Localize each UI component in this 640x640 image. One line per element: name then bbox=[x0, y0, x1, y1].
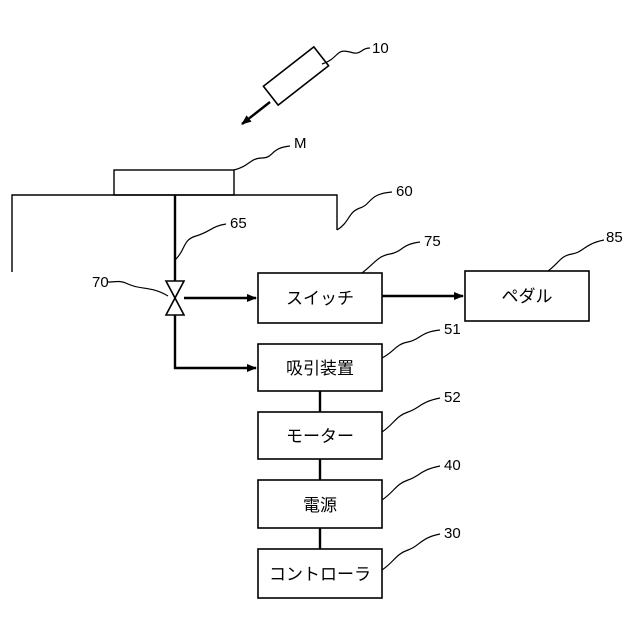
tube-leader bbox=[175, 224, 226, 260]
motor-leader bbox=[382, 398, 440, 432]
svg-text:吸引装置: 吸引装置 bbox=[286, 359, 354, 379]
tool-direction-arrow bbox=[242, 102, 270, 124]
svg-text:スイッチ: スイッチ bbox=[286, 289, 354, 309]
tool-device bbox=[263, 47, 328, 105]
svg-text:コントローラ: コントローラ bbox=[269, 565, 371, 585]
valve-ref: 70 bbox=[92, 274, 109, 291]
power-supply-block: 電源 bbox=[258, 480, 382, 528]
pedal-leader bbox=[548, 240, 604, 271]
svg-text:モーター: モーター bbox=[286, 427, 354, 447]
tube-ref: 65 bbox=[230, 215, 247, 232]
tool-ref: 10 bbox=[372, 40, 389, 57]
switch-leader bbox=[362, 242, 420, 273]
table-ref: 60 bbox=[396, 183, 413, 200]
object-leader bbox=[234, 146, 290, 170]
controller-block: コントローラ bbox=[258, 549, 382, 598]
pedal-ref: 85 bbox=[606, 229, 623, 246]
switch-ref: 75 bbox=[424, 233, 441, 250]
motor-ref: 52 bbox=[444, 389, 461, 406]
power-supply-ref: 40 bbox=[444, 457, 461, 474]
svg-text:ペダル: ペダル bbox=[502, 287, 553, 307]
table-leader bbox=[337, 192, 392, 230]
suction-device-block: 吸引装置 bbox=[258, 344, 382, 391]
controller-ref: 30 bbox=[444, 525, 461, 542]
power-supply-leader bbox=[382, 466, 440, 500]
suction-device-ref: 51 bbox=[444, 321, 461, 338]
controller-leader bbox=[382, 534, 440, 570]
suction-device-leader bbox=[382, 330, 440, 358]
tool-leader bbox=[322, 48, 370, 64]
valve-to-suction-arrow bbox=[175, 315, 256, 368]
svg-text:電源: 電源 bbox=[303, 496, 337, 516]
valve-leader bbox=[108, 282, 168, 297]
object-ref: M bbox=[294, 135, 307, 152]
valve-symbol bbox=[166, 281, 184, 315]
object-m bbox=[114, 170, 234, 195]
pedal-block: ペダル bbox=[465, 271, 589, 321]
motor-block: モーター bbox=[258, 412, 382, 459]
switch-block: スイッチ bbox=[258, 273, 382, 323]
